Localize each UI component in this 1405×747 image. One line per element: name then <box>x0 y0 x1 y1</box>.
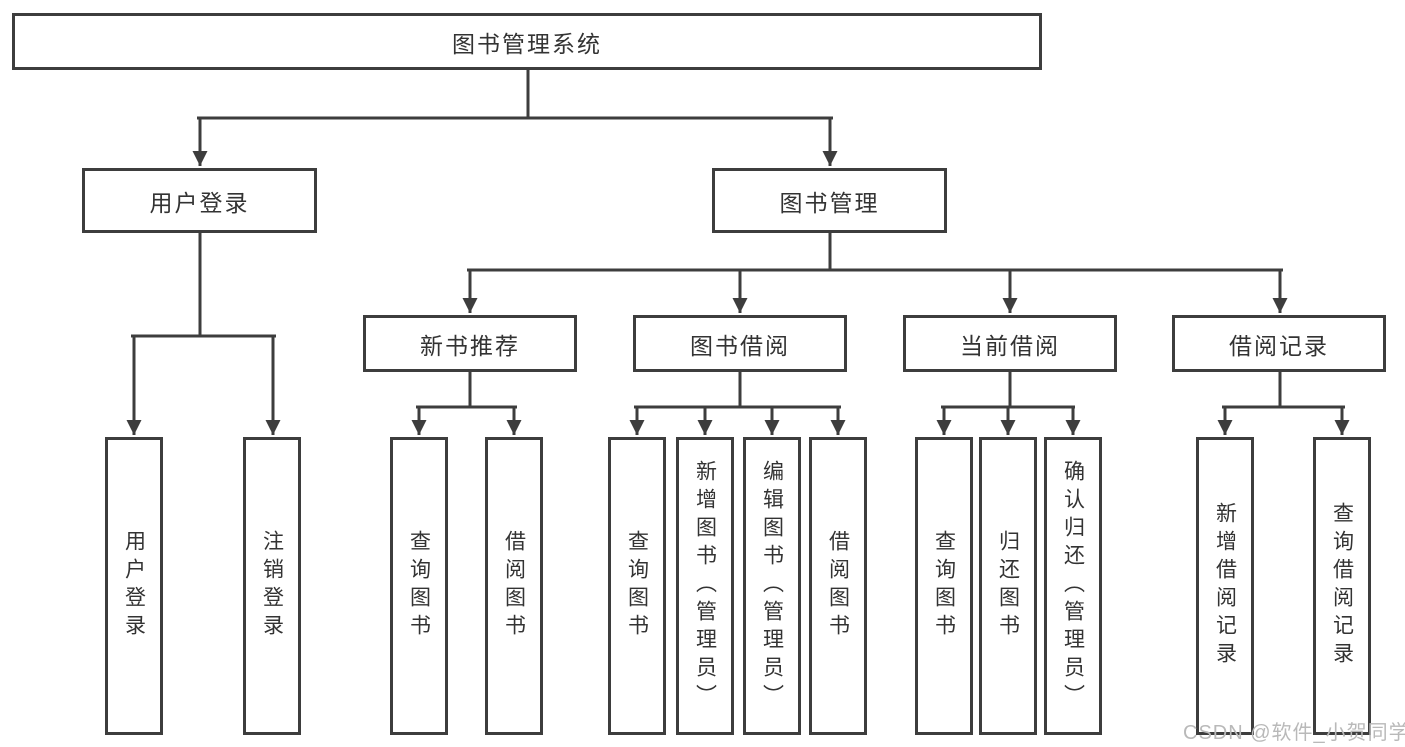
node-user-login-label: 用户登录 <box>149 189 250 216</box>
node-book-management: 图书管理 <box>712 168 947 233</box>
edges-root <box>192 70 838 166</box>
leaf-current-confirm-label: 确认归还（管理员） <box>1061 460 1085 712</box>
csdn-watermark: CSDN @软件_小贺同学 <box>1183 722 1405 744</box>
leaf-records-add: 新增借阅记录 <box>1196 437 1254 735</box>
leaf-newbooks-query-label: 查询图书 <box>407 530 431 642</box>
leaf-borrow-edit-label: 编辑图书（管理员） <box>760 460 784 712</box>
node-current-borrow: 当前借阅 <box>903 315 1117 372</box>
node-current-borrow-label: 当前借阅 <box>960 332 1060 359</box>
leaf-current-query-label: 查询图书 <box>932 530 956 642</box>
node-new-books-label: 新书推荐 <box>420 332 520 359</box>
leaf-logout: 注销登录 <box>243 437 301 735</box>
leaf-records-query-label: 查询借阅记录 <box>1330 502 1354 670</box>
node-book-borrow: 图书借阅 <box>633 315 847 372</box>
edges-book-borrow <box>629 372 846 435</box>
leaf-borrow-edit: 编辑图书（管理员） <box>743 437 801 735</box>
leaf-borrow-book: 借阅图书 <box>809 437 867 735</box>
edges-user-login <box>126 233 281 435</box>
leaf-borrow-query-label: 查询图书 <box>625 530 649 642</box>
leaf-newbooks-query: 查询图书 <box>390 437 448 735</box>
leaf-borrow-add: 新增图书（管理员） <box>676 437 734 735</box>
leaf-records-query: 查询借阅记录 <box>1313 437 1371 735</box>
leaf-user-login-label: 用户登录 <box>122 530 146 642</box>
leaf-borrow-query: 查询图书 <box>608 437 666 735</box>
edges-current-borrow <box>936 372 1081 435</box>
leaf-current-query: 查询图书 <box>915 437 973 735</box>
leaf-current-return-label: 归还图书 <box>996 530 1020 642</box>
leaf-current-confirm: 确认归还（管理员） <box>1044 437 1102 735</box>
edges-new-books <box>411 372 522 435</box>
edges-borrow-records <box>1217 372 1350 435</box>
node-book-borrow-label: 图书借阅 <box>690 332 790 359</box>
leaf-user-login: 用户登录 <box>105 437 163 735</box>
leaf-records-add-label: 新增借阅记录 <box>1213 502 1237 670</box>
node-book-management-label: 图书管理 <box>779 189 880 216</box>
edges-book-management <box>462 233 1288 313</box>
leaf-borrow-add-label: 新增图书（管理员） <box>693 460 717 712</box>
leaf-borrow-book-label: 借阅图书 <box>826 530 850 642</box>
node-borrow-records: 借阅记录 <box>1172 315 1386 372</box>
leaf-newbooks-borrow-label: 借阅图书 <box>502 530 526 642</box>
leaf-newbooks-borrow: 借阅图书 <box>485 437 543 735</box>
node-root: 图书管理系统 <box>12 13 1042 70</box>
node-new-books: 新书推荐 <box>363 315 577 372</box>
node-user-login: 用户登录 <box>82 168 317 233</box>
node-borrow-records-label: 借阅记录 <box>1229 332 1329 359</box>
leaf-current-return: 归还图书 <box>979 437 1037 735</box>
node-root-label: 图书管理系统 <box>452 30 602 57</box>
leaf-logout-label: 注销登录 <box>260 530 284 642</box>
